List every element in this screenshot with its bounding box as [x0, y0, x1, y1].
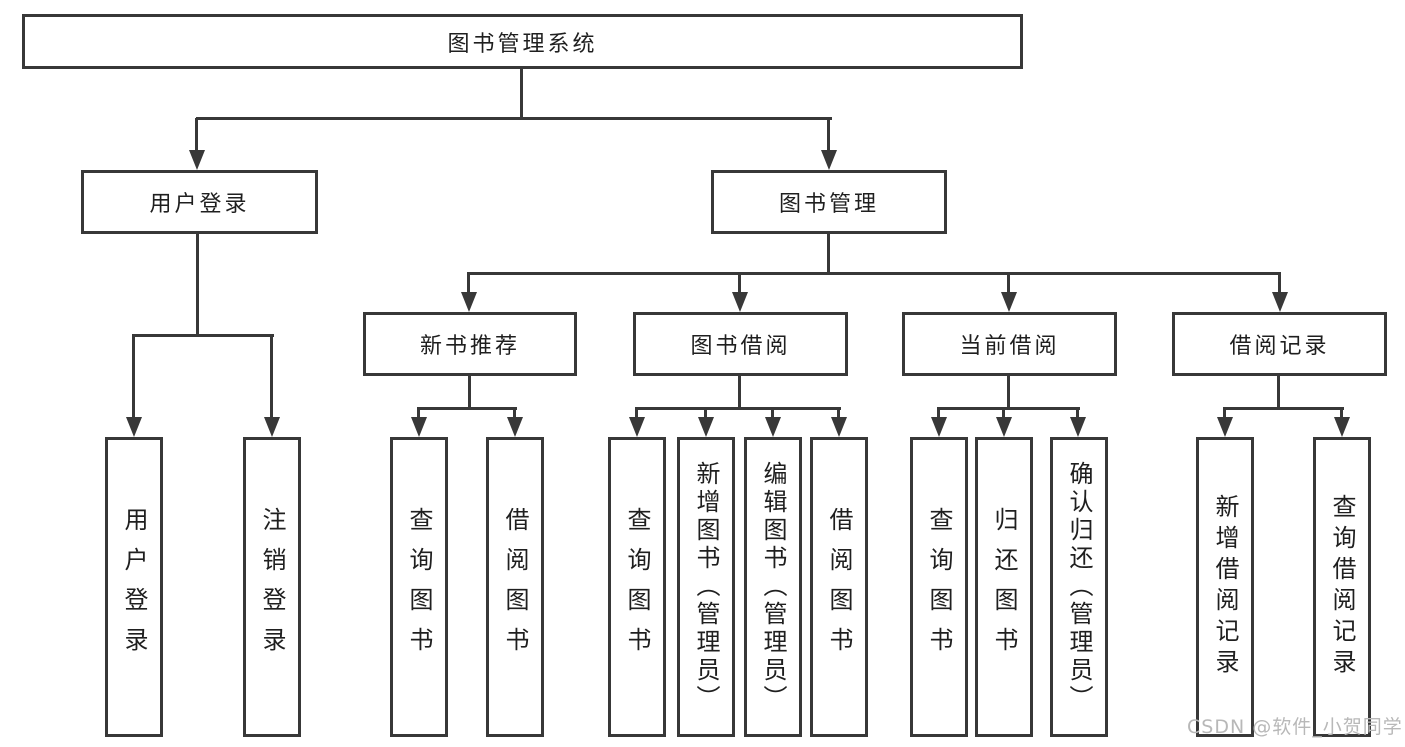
node-label: 新增借阅记录	[1211, 494, 1239, 680]
node-label: 注销登录	[258, 507, 286, 667]
arrow-head	[996, 417, 1012, 437]
arrow-head	[1334, 417, 1350, 437]
connector-line	[196, 234, 199, 337]
node-root: 图书管理系统	[22, 14, 1023, 69]
connector-line	[1007, 272, 1010, 292]
node-label: 借阅记录	[1229, 334, 1330, 359]
connector-line	[1277, 376, 1280, 410]
arrow-head	[126, 417, 142, 437]
node-label: 用户登录	[149, 192, 250, 217]
node-label: 确认归还（管理员）	[1065, 461, 1093, 713]
node-root-label: 图书管理系统	[447, 31, 598, 57]
leaf-edit-books-admin: 编辑图书（管理员）	[744, 437, 802, 737]
arrow-head	[264, 417, 280, 437]
arrow-head	[507, 417, 523, 437]
node-label: 查询图书	[623, 507, 651, 667]
node-label: 用户登录	[120, 507, 148, 667]
connector-line	[195, 118, 198, 151]
arrow-head	[1001, 292, 1017, 312]
arrow-head	[189, 150, 205, 170]
leaf-add-borrow-record: 新增借阅记录	[1196, 437, 1254, 737]
connector-line	[837, 407, 840, 417]
arrow-head	[732, 292, 748, 312]
node-label: 新增图书（管理员）	[692, 461, 720, 713]
connector-line	[937, 407, 1080, 410]
leaf-confirm-return-admin: 确认归还（管理员）	[1050, 437, 1108, 737]
node-borrowing-records: 借阅记录	[1172, 312, 1387, 376]
connector-line	[738, 376, 741, 410]
node-label: 借阅图书	[501, 507, 529, 667]
watermark: CSDN @软件_小贺同学	[1187, 716, 1403, 738]
connector-line	[635, 407, 638, 417]
connector-line	[1278, 272, 1281, 292]
arrow-head	[1070, 417, 1086, 437]
leaf-user-login: 用户登录	[105, 437, 163, 737]
connector-line	[1002, 407, 1005, 417]
leaf-borrow-books-2: 借阅图书	[810, 437, 868, 737]
arrow-head	[1272, 292, 1288, 312]
leaf-query-books-3: 查询图书	[910, 437, 968, 737]
connector-line	[704, 407, 707, 417]
leaf-query-borrow-record: 查询借阅记录	[1313, 437, 1371, 737]
connector-line	[1340, 407, 1343, 417]
arrow-head	[831, 417, 847, 437]
node-label: 编辑图书（管理员）	[759, 461, 787, 713]
arrow-head	[821, 150, 837, 170]
leaf-query-books-2: 查询图书	[608, 437, 666, 737]
connector-line	[635, 407, 841, 410]
node-label: 查询图书	[405, 507, 433, 667]
connector-line	[196, 117, 832, 120]
connector-line	[468, 376, 471, 410]
node-label: 新书推荐	[419, 334, 520, 359]
connector-line	[937, 407, 940, 417]
node-user-login: 用户登录	[81, 170, 318, 234]
connector-line	[417, 407, 517, 410]
arrow-head	[765, 417, 781, 437]
node-label: 查询借阅记录	[1328, 494, 1356, 680]
connector-line	[1007, 376, 1010, 410]
arrow-head	[698, 417, 714, 437]
node-label: 查询图书	[925, 507, 953, 667]
connector-line	[513, 407, 516, 417]
arrow-head	[411, 417, 427, 437]
node-label: 当前借阅	[959, 334, 1060, 359]
connector-line	[270, 334, 273, 417]
node-book-management: 图书管理	[711, 170, 947, 234]
arrow-head	[931, 417, 947, 437]
arrow-head	[461, 292, 477, 312]
node-new-book-recommend: 新书推荐	[363, 312, 577, 376]
connector-line	[417, 407, 420, 417]
connector-line	[1076, 407, 1079, 417]
connector-line	[738, 272, 741, 292]
node-book-borrowing: 图书借阅	[633, 312, 848, 376]
connector-line	[132, 334, 135, 417]
connector-line	[1223, 407, 1226, 417]
arrow-head	[1217, 417, 1233, 437]
leaf-add-books-admin: 新增图书（管理员）	[677, 437, 735, 737]
node-label: 归还图书	[990, 507, 1018, 667]
leaf-borrow-books-1: 借阅图书	[486, 437, 544, 737]
connector-line	[827, 234, 830, 275]
leaf-query-books-1: 查询图书	[390, 437, 448, 737]
arrow-head	[629, 417, 645, 437]
connector-line	[467, 272, 1281, 275]
node-label: 图书管理	[778, 192, 879, 217]
node-current-borrowing: 当前借阅	[902, 312, 1117, 376]
leaf-logout: 注销登录	[243, 437, 301, 737]
node-label: 图书借阅	[690, 334, 791, 359]
node-label: 借阅图书	[825, 507, 853, 667]
connector-line	[132, 334, 274, 337]
leaf-return-books: 归还图书	[975, 437, 1033, 737]
connector-line	[827, 118, 830, 151]
connector-line	[520, 69, 523, 119]
connector-line	[1223, 407, 1344, 410]
connector-line	[771, 407, 774, 417]
connector-line	[467, 272, 470, 292]
